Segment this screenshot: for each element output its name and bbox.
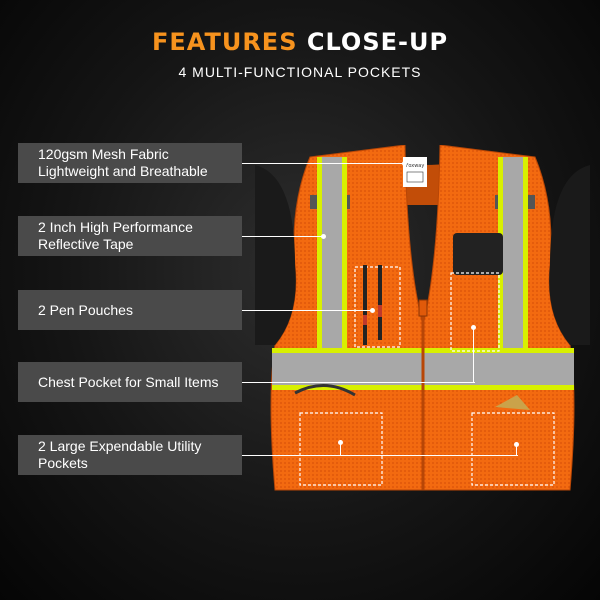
leader-dot-left-pocket	[338, 440, 343, 445]
leader-dot	[370, 308, 375, 313]
feature-label-line1: 2 Pen Pouches	[38, 301, 133, 318]
reflective-tape-vertical	[317, 157, 528, 352]
leader-line	[242, 455, 518, 456]
chest-pocket	[450, 233, 503, 352]
leader-line	[242, 310, 372, 311]
feature-label-line1: 2 Inch High Performance	[38, 219, 193, 235]
title-closeup: CLOSE-UP	[306, 28, 449, 56]
feature-label-line2: Reflective Tape	[38, 236, 134, 252]
feature-reflective-tape: 2 Inch High Performance Reflective Tape	[18, 216, 242, 256]
leader-line	[242, 236, 324, 237]
title-features: FEATURES	[151, 28, 298, 56]
leader-dot	[402, 161, 407, 166]
feature-label-line1: 2 Large Expendable Utility	[38, 438, 202, 454]
feature-pen-pouches: 2 Pen Pouches	[18, 290, 242, 330]
pen-pouch	[354, 265, 401, 348]
leader-line-vertical	[340, 443, 341, 455]
utility-pocket-right	[471, 395, 555, 486]
feature-label-line2: Pockets	[38, 455, 88, 471]
page-subtitle: 4 MULTI-FUNCTIONAL POCKETS	[178, 64, 422, 80]
feature-label-line2: Lightweight and Breathable	[38, 163, 208, 179]
leader-line	[242, 163, 404, 164]
page-title: FEATURES CLOSE-UP	[0, 28, 600, 56]
leader-line-vertical	[473, 328, 474, 382]
phone	[453, 233, 503, 275]
feature-chest-pocket: Chest Pocket for Small Items	[18, 362, 242, 402]
leader-dot-chest	[471, 325, 476, 330]
feature-mesh-fabric: 120gsm Mesh Fabric Lightweight and Breat…	[18, 143, 242, 183]
utility-pocket-left	[294, 383, 383, 486]
feature-label-line1: Chest Pocket for Small Items	[38, 373, 219, 390]
leader-line	[242, 382, 475, 383]
collar-tag-text: Foxway	[406, 163, 425, 169]
leader-line-vertical	[516, 445, 517, 455]
feature-label-line1: 120gsm Mesh Fabric	[38, 146, 169, 162]
leader-dot-right-pocket	[514, 442, 519, 447]
vest-image: Foxway	[255, 145, 590, 491]
feature-utility-pockets: 2 Large Expendable Utility Pockets	[18, 435, 242, 475]
leader-dot	[321, 234, 326, 239]
